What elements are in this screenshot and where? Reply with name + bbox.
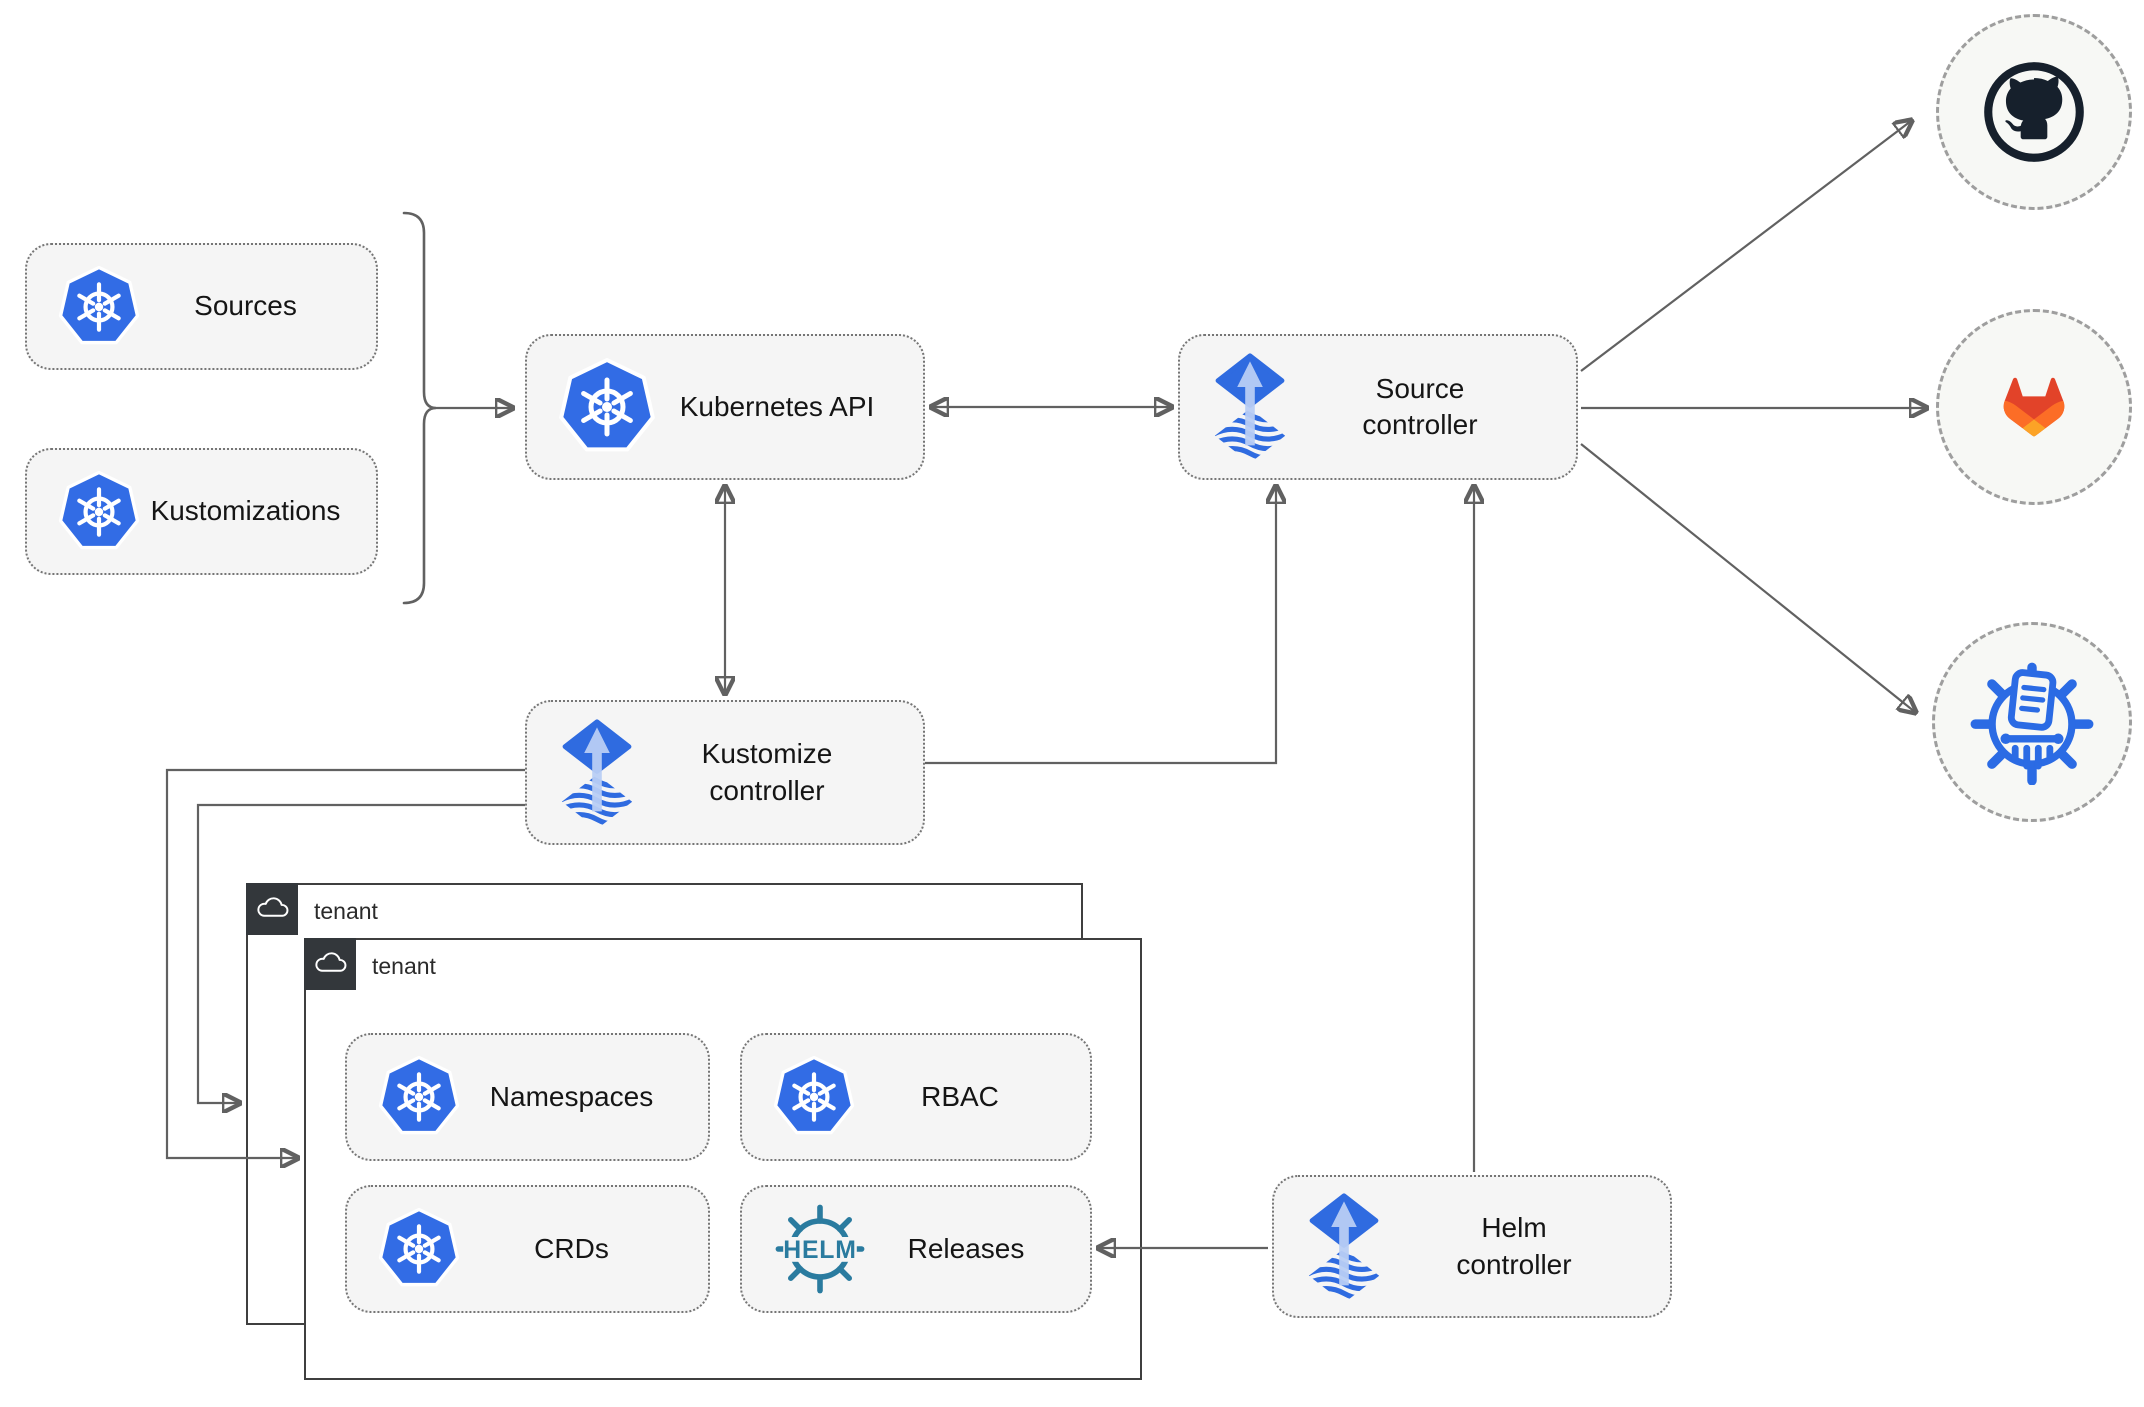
cloud-icon bbox=[254, 891, 290, 927]
node-label: Helm controller bbox=[1456, 1212, 1572, 1280]
github-logo-icon bbox=[1984, 62, 2084, 162]
node-label: RBAC bbox=[921, 1080, 999, 1112]
node-kustomizations: Kustomizations bbox=[25, 448, 378, 575]
helm-icon: HELM bbox=[772, 1201, 868, 1297]
group-brace bbox=[402, 211, 437, 605]
node-releases: HELM Releases bbox=[740, 1185, 1092, 1313]
flux-icon bbox=[1210, 351, 1290, 463]
node-sources: Sources bbox=[25, 243, 378, 370]
chartmuseum-logo-icon bbox=[1970, 662, 2094, 785]
edge-sourcectl-chartmuseum bbox=[1580, 443, 1915, 712]
node-label: Namespaces bbox=[489, 1080, 654, 1112]
helm-logo-text: HELM bbox=[783, 1237, 856, 1264]
gitlab-logo-icon bbox=[2003, 377, 2065, 437]
flux-icon bbox=[557, 717, 637, 829]
node-source-controller: Source controller bbox=[1178, 334, 1578, 480]
remote-gitlab bbox=[1936, 309, 2132, 505]
node-crds: CRDs bbox=[345, 1185, 710, 1313]
edge-kustomizectl-sourcectl bbox=[925, 487, 1276, 765]
node-label: Kubernetes API bbox=[679, 390, 875, 422]
node-label: CRDs bbox=[534, 1232, 609, 1264]
edge-sourcectl-github bbox=[1580, 121, 1911, 372]
node-rbac: RBAC bbox=[740, 1033, 1092, 1161]
kubernetes-icon bbox=[57, 468, 141, 556]
tenant-group-label: tenant bbox=[372, 953, 436, 979]
remote-github bbox=[1936, 14, 2132, 210]
kubernetes-icon bbox=[377, 1205, 461, 1293]
kubernetes-icon bbox=[377, 1053, 461, 1141]
tenant-group-label: tenant bbox=[314, 898, 378, 924]
node-kustomize-controller: Kustomize controller bbox=[525, 700, 925, 845]
kubernetes-icon bbox=[57, 263, 141, 351]
node-namespaces: Namespaces bbox=[345, 1033, 710, 1161]
kubernetes-icon bbox=[557, 355, 657, 459]
node-label: Releases bbox=[907, 1232, 1025, 1264]
tenant-tab bbox=[304, 938, 356, 990]
node-label: Source controller bbox=[1362, 372, 1478, 440]
cloud-icon bbox=[312, 946, 348, 982]
kubernetes-icon bbox=[772, 1053, 856, 1141]
node-kubernetes-api: Kubernetes API bbox=[525, 334, 925, 480]
remote-chartmuseum bbox=[1932, 622, 2132, 822]
node-label: Kustomize controller bbox=[701, 738, 833, 806]
node-label: Sources bbox=[194, 290, 297, 322]
flux-icon bbox=[1304, 1191, 1384, 1303]
node-helm-controller: Helm controller bbox=[1272, 1175, 1672, 1318]
node-label: Kustomizations bbox=[150, 495, 341, 527]
tenant-tab bbox=[246, 883, 298, 935]
